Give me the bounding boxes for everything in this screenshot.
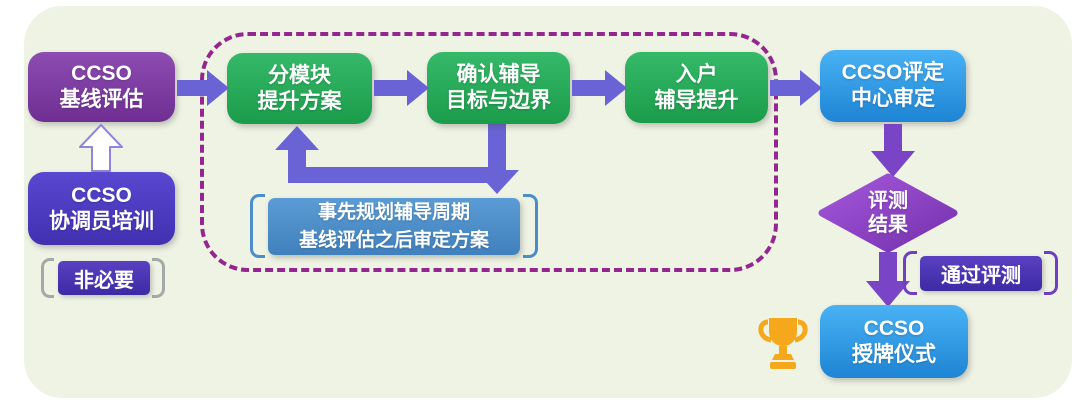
arrow-review-to-result [871, 124, 915, 177]
eval-result-label: 评测 结果 [818, 173, 958, 253]
note-line1: 事先规划辅导周期 [317, 201, 470, 223]
note-bracket-left [250, 194, 265, 258]
node-eval-result-diamond [818, 173, 958, 253]
award-line1: CCSO [863, 316, 925, 340]
arrow-home-to-review [770, 70, 822, 106]
node-module-plan: 分模块 提升方案 [227, 53, 372, 124]
home-coaching-line2: 辅导提升 [654, 88, 739, 112]
award-line2: 授牌仪式 [852, 342, 936, 366]
center-review-line1: CCSO评定 [841, 61, 945, 85]
pass-bracket-left [903, 251, 917, 295]
node-home-coaching: 入户 辅导提升 [625, 52, 768, 123]
node-confirm-goal-boundary: 确认辅导 目标与边界 [427, 52, 570, 124]
baseline-line1: CCSO [71, 62, 132, 86]
node-baseline-assessment: CCSO 基线评估 [28, 52, 175, 122]
optional-label: 非必要 [74, 269, 134, 292]
arrow-confirm-to-home [572, 70, 627, 106]
confirm-goal-line1: 确认辅导 [456, 63, 541, 87]
optional-bracket-left [41, 258, 54, 298]
module-plan-line1: 分模块 [268, 63, 331, 87]
note-bracket-right [523, 194, 538, 258]
node-center-review: CCSO评定 中心审定 [820, 50, 966, 122]
loop-arrow-confirm-to-module [275, 124, 519, 194]
note-line2: 基线评估之后审定方案 [298, 229, 489, 251]
home-coaching-line1: 入户 [675, 62, 718, 86]
pass-label: 通过评测 [941, 265, 1021, 287]
pass-bracket-right [1044, 251, 1058, 295]
node-coordinator-training: CCSO 协调员培训 [28, 172, 175, 245]
tag-optional: 非必要 [58, 261, 150, 295]
arrow-result-to-award [866, 252, 910, 307]
eval-result-line1: 评测 [868, 190, 908, 212]
arrow-coordinator-to-baseline [79, 124, 123, 172]
tag-pass-evaluation: 通过评测 [920, 256, 1042, 291]
confirm-goal-line2: 目标与边界 [446, 89, 551, 112]
optional-bracket-right [152, 258, 165, 298]
arrow-baseline-to-module [177, 70, 229, 106]
coordinator-line2: 协调员培训 [49, 209, 154, 233]
coaching-stage-group-border [200, 32, 778, 272]
node-award-ceremony: CCSO 授牌仪式 [820, 305, 968, 378]
module-plan-line2: 提升方案 [257, 89, 342, 113]
center-review-line2: 中心审定 [851, 87, 935, 110]
note-plan-cycle: 事先规划辅导周期 基线评估之后审定方案 [268, 198, 520, 255]
trophy-icon [758, 318, 808, 369]
eval-result-line2: 结果 [868, 214, 908, 236]
arrow-module-to-confirm [374, 70, 429, 106]
coordinator-line1: CCSO [71, 183, 132, 207]
baseline-line2: 基线评估 [59, 88, 144, 111]
